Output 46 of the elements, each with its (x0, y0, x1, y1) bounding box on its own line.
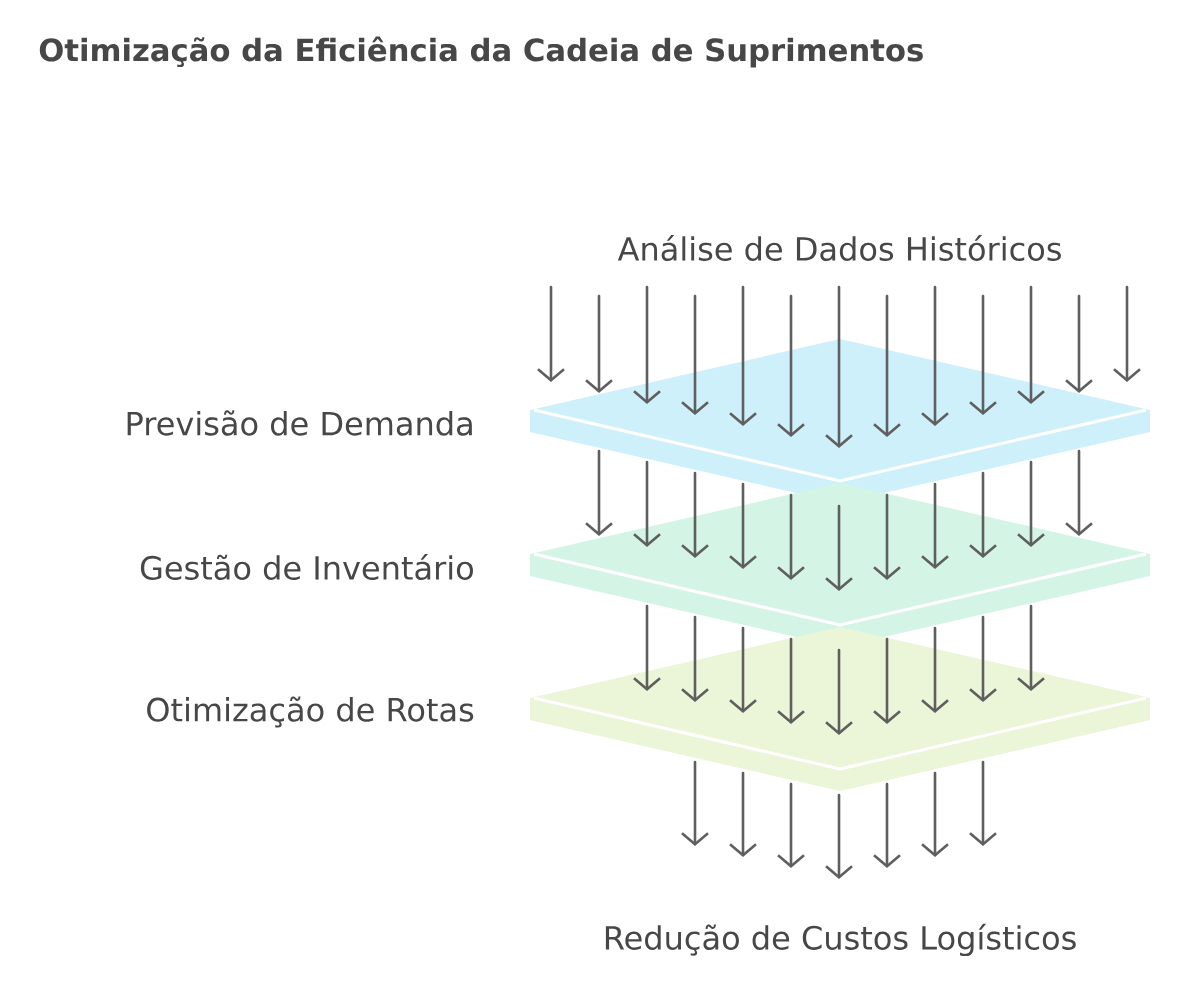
arrow (873, 637, 901, 724)
arrow (921, 771, 949, 857)
arrow (1017, 460, 1045, 547)
arrow (729, 482, 757, 569)
arrow (825, 504, 853, 591)
arrow (1065, 449, 1093, 536)
arrow (681, 760, 709, 846)
arrow (1065, 294, 1093, 393)
arrow (777, 493, 805, 580)
arrow (921, 626, 949, 713)
arrow (777, 294, 805, 437)
arrow (969, 471, 997, 558)
arrow (729, 626, 757, 713)
stage-text: Análise de Dados Históricos (617, 234, 1061, 262)
layer-label: Previsão de Demanda (127, 410, 472, 436)
arrow (729, 771, 757, 857)
arrow (681, 471, 709, 558)
arrow (777, 637, 805, 724)
stage-text: Redução de Custos Logísticos (605, 923, 1076, 957)
arrow (921, 285, 949, 426)
arrow (681, 294, 709, 415)
arrow (633, 604, 661, 691)
arrow (585, 449, 613, 536)
arrow (729, 285, 757, 426)
arrow (825, 285, 853, 448)
arrow (969, 615, 997, 702)
arrow (585, 294, 613, 393)
arrow (873, 294, 901, 437)
arrow (681, 615, 709, 702)
layer-label: Gestão de Inventário (140, 553, 473, 581)
arrow (873, 493, 901, 580)
arrow (873, 782, 901, 868)
arrow (777, 782, 805, 868)
arrow (1017, 285, 1045, 404)
arrow (1113, 285, 1141, 382)
layer-label: Otimização de Rotas (147, 696, 474, 728)
arrow (1017, 604, 1045, 691)
arrow (537, 285, 565, 382)
arrow (969, 760, 997, 846)
title: Otimização da Eficiência da Cadeia de Suprimentos (39, 36, 923, 68)
arrow (633, 285, 661, 404)
arrow (969, 294, 997, 415)
arrow (825, 648, 853, 735)
arrow (633, 460, 661, 547)
arrow (825, 793, 853, 879)
arrow (921, 482, 949, 569)
